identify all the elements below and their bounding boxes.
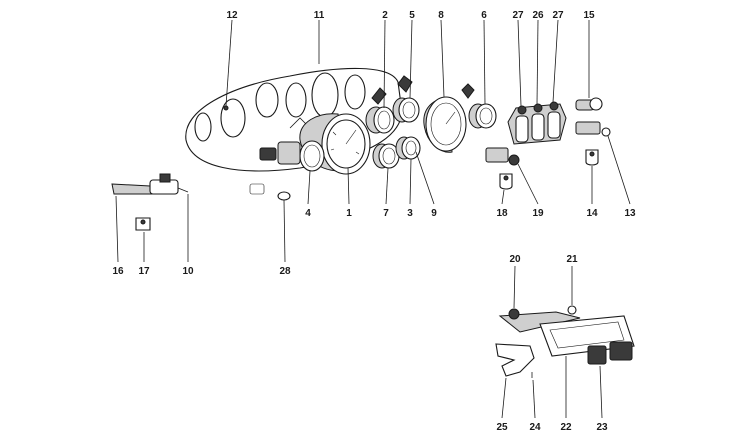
leader-lines: [115, 19, 631, 419]
callout-13: 13: [624, 208, 636, 219]
callout-9: 9: [431, 208, 437, 219]
callout-25: 25: [496, 422, 508, 433]
callout-6: 6: [481, 10, 487, 21]
callout-21: 21: [566, 254, 578, 265]
callout-11: 11: [314, 10, 325, 21]
callout-10: 10: [182, 266, 194, 277]
gauge-2: [365, 87, 395, 134]
callout-24: 24: [529, 422, 541, 433]
callout-labels: 12 11 2 5 8 6 27 26 27 15 4 1 7 3 9 18 1…: [112, 10, 636, 433]
toggle-switch-13: [575, 121, 611, 166]
callout-4: 4: [305, 208, 311, 219]
callout-7: 7: [383, 208, 389, 219]
callout-23: 23: [596, 422, 608, 433]
callout-26: 26: [532, 10, 544, 21]
callout-20: 20: [509, 254, 521, 265]
callout-3: 3: [407, 208, 413, 219]
callout-2: 2: [382, 10, 388, 21]
small-gauge-4: [259, 117, 325, 172]
gauge-3: [395, 136, 421, 160]
warning-light: [575, 97, 603, 111]
callout-27-left: 27: [512, 10, 524, 21]
gauge-7: [372, 143, 400, 169]
callout-15: 15: [583, 10, 595, 21]
callout-1: 1: [346, 208, 352, 219]
callout-12: 12: [226, 10, 238, 21]
bulb-28: [249, 183, 291, 201]
callout-8: 8: [438, 10, 444, 21]
callout-5: 5: [409, 10, 415, 21]
callout-19: 19: [532, 208, 544, 219]
center-console: [495, 305, 635, 378]
gauge-5: [392, 75, 420, 123]
callout-14: 14: [586, 208, 598, 219]
gauge-6: [468, 103, 497, 129]
callout-17: 17: [138, 266, 150, 277]
switch-block: [507, 101, 567, 145]
speedometer-gauge: [423, 83, 475, 153]
callout-18: 18: [496, 208, 508, 219]
callout-28: 28: [279, 266, 291, 277]
callout-22: 22: [560, 422, 572, 433]
switch-19: [485, 147, 520, 190]
callout-27-right: 27: [552, 10, 564, 21]
callout-16: 16: [112, 266, 124, 277]
sender-unit: [111, 173, 189, 231]
